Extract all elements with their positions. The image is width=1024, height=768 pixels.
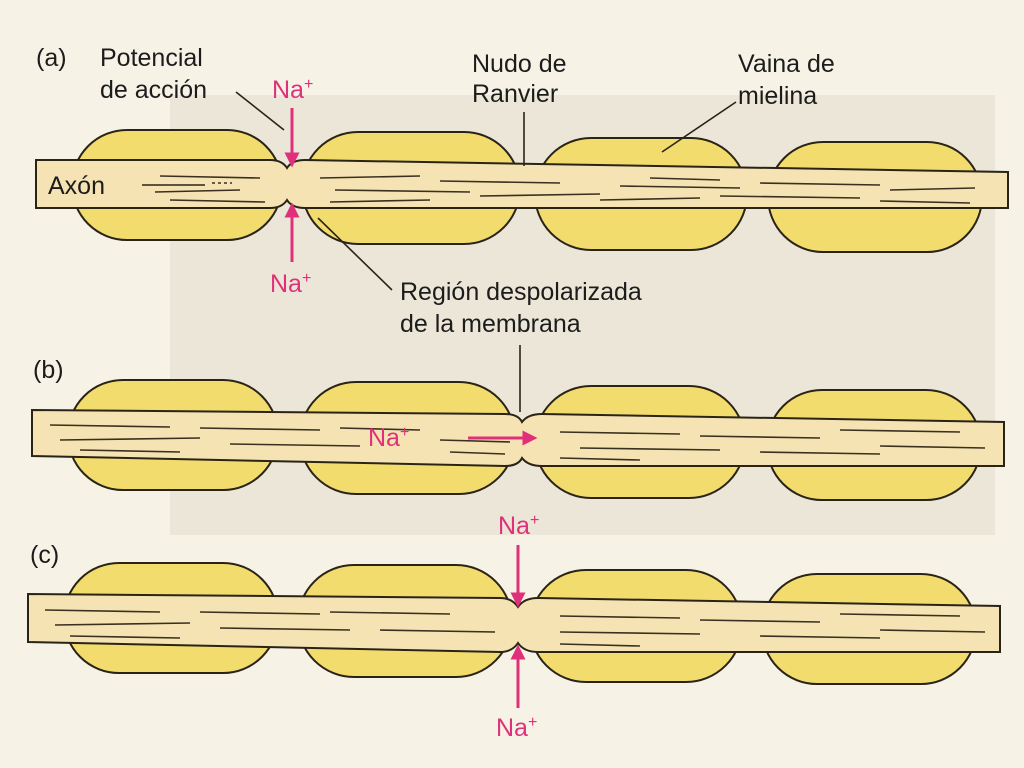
- axon-row-c: [27, 562, 1001, 685]
- action-potential-label-line1: Potencial: [100, 44, 203, 72]
- myelin-sheath-label-line2: mielina: [738, 82, 817, 110]
- sodium-arrows: [284, 108, 538, 708]
- myelin-sheath-label-line1: Vaina de: [738, 50, 835, 78]
- depolarized-region-label-line2: de la membrana: [400, 310, 581, 338]
- pointer-lines: [142, 91, 737, 412]
- action-potential-label-line2: de acción: [100, 76, 207, 104]
- panel-label-b: (b): [33, 356, 64, 384]
- axon-fibers: [49, 424, 986, 461]
- sodium-label-b: Na+: [368, 424, 409, 452]
- sodium-label-c-bottom: Na+: [496, 714, 537, 742]
- pointer-myelin-sheath: [661, 101, 737, 153]
- sodium-label-a-bottom: Na+: [270, 270, 311, 298]
- panel-label-a: (a): [36, 44, 67, 72]
- pointer-action-potential: [235, 91, 285, 131]
- axon-fibers: [154, 175, 976, 204]
- axon-label: Axón: [48, 172, 105, 200]
- sodium-label-c-top: Na+: [498, 512, 539, 540]
- sodium-label-a-top: Na+: [272, 76, 313, 104]
- depolarized-region-label-line1: Región despolarizada: [400, 278, 642, 306]
- axon-fibers: [44, 609, 986, 647]
- panel-label-c: (c): [30, 541, 59, 569]
- node-of-ranvier-label-line1: Nudo de: [472, 50, 567, 78]
- axon-row-a: [35, 129, 1009, 253]
- node-of-ranvier-label-line2: Ranvier: [472, 80, 558, 108]
- pointer-depolarized-region: [317, 217, 393, 291]
